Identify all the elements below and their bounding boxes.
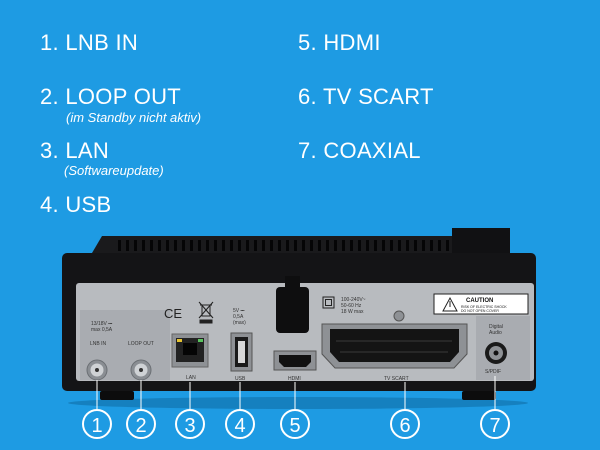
badge-7: 7: [480, 409, 510, 439]
coaxial-port: [485, 342, 507, 364]
usb-spec-1: 5V ⎓: [233, 308, 245, 314]
device-top-cover: [92, 236, 508, 253]
device-shadow: [68, 397, 528, 409]
digital-text: Digital: [489, 324, 503, 330]
usb-spec-2: 0,5A: [233, 314, 244, 320]
spdif-text: S/PDIF: [485, 369, 501, 375]
power-spec-1: 100-240V~: [341, 297, 366, 303]
loop-out-connector: [130, 359, 152, 381]
caution-line-2: DO NOT OPEN COVER: [461, 309, 499, 313]
weee-bin-icon: [198, 301, 214, 324]
svg-text:1: 1: [91, 415, 102, 437]
badge-6: 6: [390, 409, 420, 439]
caution-line-1: RISK OF ELECTRIC SHOCK: [461, 305, 507, 309]
scart-port: [321, 310, 468, 369]
lnb-in-connector: [86, 359, 108, 381]
svg-text:6: 6: [399, 415, 410, 437]
label-tv-scart: 6. TV SCART: [298, 84, 434, 109]
label-lan: 3. LAN: [40, 138, 110, 163]
label-lan-note: (Softwareupdate): [64, 163, 164, 178]
callout-lines: [96, 376, 496, 409]
badge-1: 1: [82, 409, 112, 439]
double-insulation-icon: [322, 296, 335, 309]
label-usb: 4. USB: [40, 192, 112, 217]
usb-text: USB: [235, 376, 246, 382]
scart-text: TV SCART: [384, 376, 409, 382]
svg-text:5: 5: [289, 415, 300, 437]
badge-3: 3: [175, 409, 205, 439]
usb-spec-3: (max): [233, 320, 246, 326]
badge-5: 5: [280, 409, 310, 439]
usb-port: [230, 332, 253, 372]
lnb-in-text: LNB IN: [90, 341, 107, 347]
label-coaxial: 7. COAXIAL: [298, 138, 421, 163]
badge-4: 4: [225, 409, 255, 439]
lan-text: LAN: [186, 375, 196, 381]
power-spec-3: 18 W max: [341, 309, 364, 315]
power-cord: [276, 276, 309, 333]
hdmi-text: HDMI: [288, 376, 301, 382]
audio-text: Audio: [489, 330, 502, 336]
caution-text: CAUTION: [466, 298, 493, 304]
badge-2: 2: [126, 409, 156, 439]
svg-text:7: 7: [489, 415, 500, 437]
foot-left: [100, 391, 134, 400]
loop-out-text: LOOP OUT: [128, 341, 154, 347]
label-loop-out-note: (im Standby nicht aktiv): [66, 110, 202, 125]
svg-text:3: 3: [184, 415, 195, 437]
ce-mark: CE: [164, 306, 182, 321]
label-hdmi: 5. HDMI: [298, 30, 381, 55]
power-spec-2: 50-60 Hz: [341, 303, 362, 309]
device-top-block: [452, 228, 510, 253]
lnb-spec-2: max 0,5A: [91, 327, 113, 333]
hdmi-port: [273, 350, 317, 371]
caution-label: [433, 293, 529, 315]
label-lnb-in: 1. LNB IN: [40, 30, 139, 55]
svg-text:4: 4: [234, 415, 245, 437]
lan-port: [171, 333, 209, 368]
foot-right: [462, 391, 496, 400]
lnb-spec-1: 13/18V ⎓: [91, 321, 112, 327]
svg-text:2: 2: [135, 415, 146, 437]
label-loop-out: 2. LOOP OUT: [40, 84, 182, 109]
